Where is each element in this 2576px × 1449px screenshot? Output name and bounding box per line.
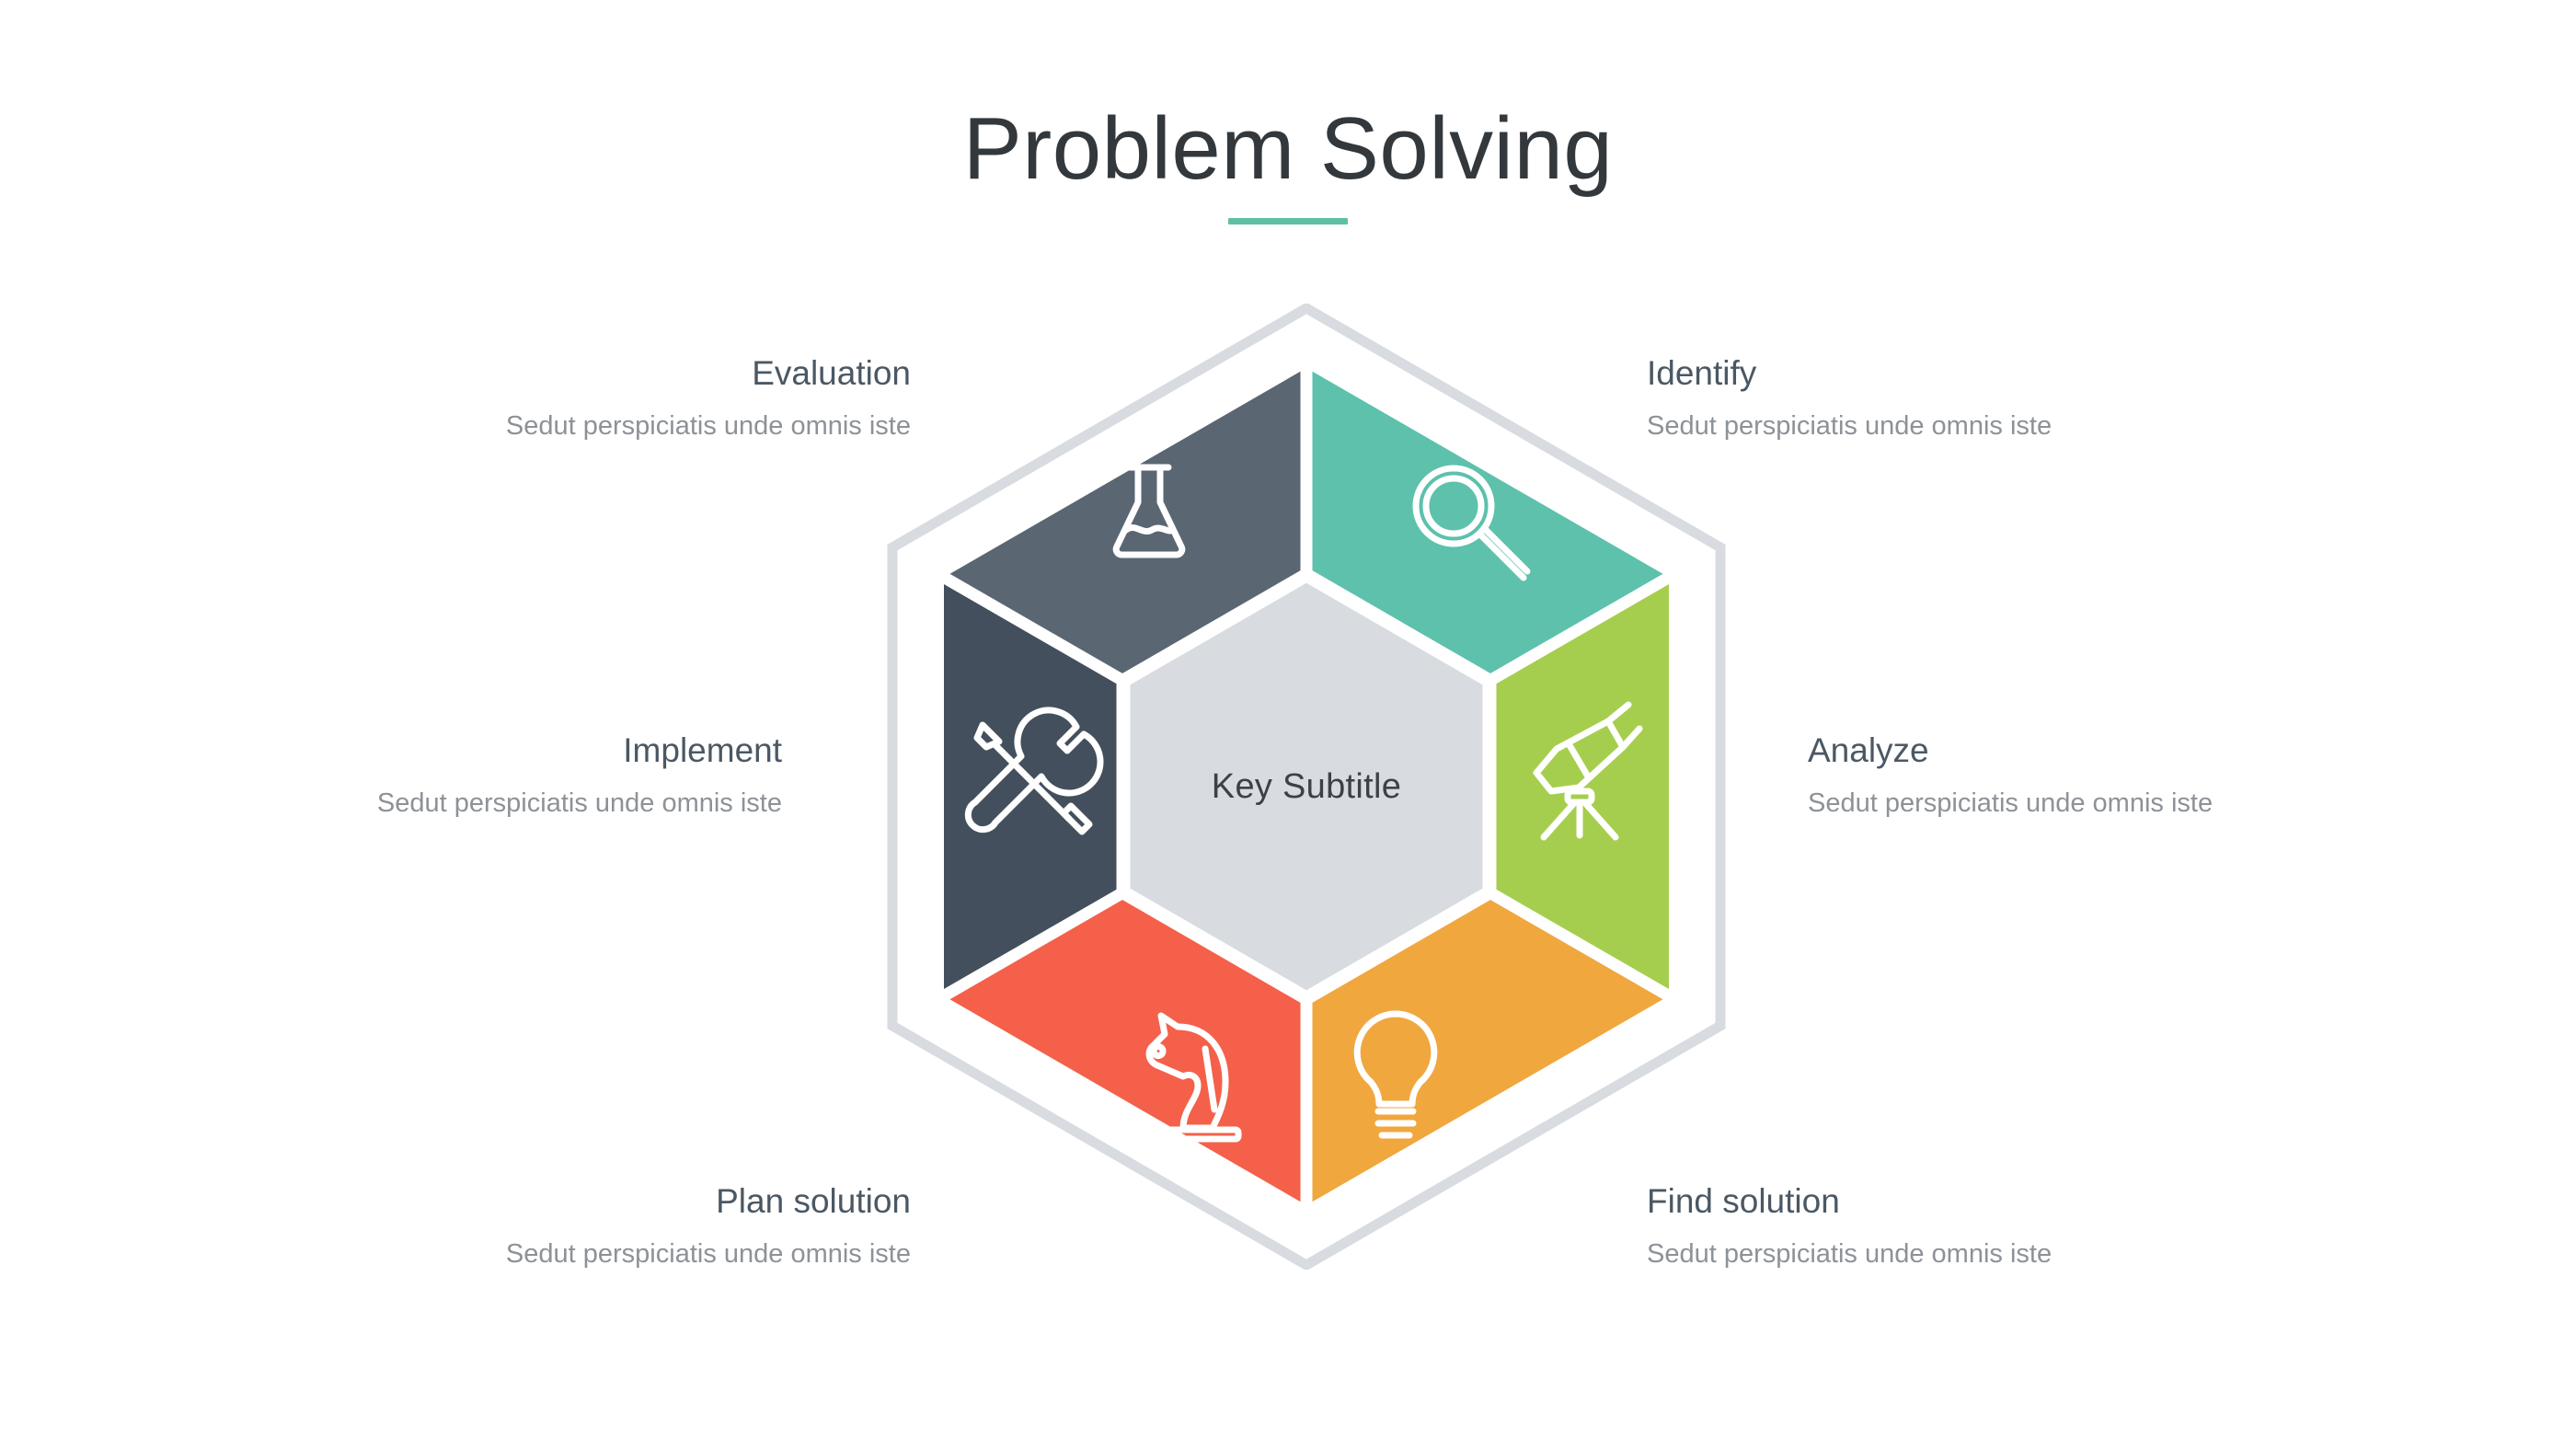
callout-analyze-title: Analyze [1808,731,1929,769]
tools-icon [964,707,1104,835]
callout-analyze-body: Sedut perspiciatis unde omnis iste [1808,788,2214,818]
hexagon-diagram: .ico { fill:none; stroke:#ffffff; stroke… [865,304,1748,1270]
segment-find-solution [1306,892,1669,1205]
title-block: Problem Solving [0,99,2576,224]
chess-knight-icon [1145,1012,1242,1143]
callout-find-solution-title: Find solution [1647,1182,1840,1220]
callout-identify-body: Sedut perspiciatis unde omnis iste [1647,410,2053,441]
center-hexagon [1116,568,1497,1006]
callout-find-solution: Find solution Sedut perspiciatis unde om… [1647,1182,2162,1271]
segment-dividers [936,362,1677,1212]
callout-analyze: Analyze Sedut perspiciatis unde omnis is… [1808,731,2323,821]
callout-implement: Implement Sedut perspiciatis unde omnis … [267,731,782,821]
callout-implement-title: Implement [623,731,782,769]
title-accent-underline [1228,217,1348,224]
callout-evaluation: Evaluation Sedut perspiciatis unde omnis… [396,354,911,443]
callout-find-solution-body: Sedut perspiciatis unde omnis iste [1647,1238,2053,1269]
magnifier-icon [1412,465,1531,581]
callout-implement-body: Sedut perspiciatis unde omnis iste [376,788,782,818]
page-title: Problem Solving [962,99,1614,198]
callout-evaluation-body: Sedut perspiciatis unde omnis iste [505,410,911,441]
callout-identify: Identify Sedut perspiciatis unde omnis i… [1647,354,2162,443]
callout-plan-solution-title: Plan solution [716,1182,911,1220]
lightbulb-icon [1353,1010,1438,1139]
flask-icon [1112,464,1186,558]
callout-plan-solution-body: Sedut perspiciatis unde omnis iste [505,1238,911,1269]
callout-evaluation-title: Evaluation [752,354,911,392]
outer-ring-hexagon [887,304,1726,1270]
callout-identify-title: Identify [1647,354,1757,392]
telescope-icon [1533,701,1643,841]
callout-plan-solution: Plan solution Sedut perspiciatis unde om… [396,1182,911,1271]
